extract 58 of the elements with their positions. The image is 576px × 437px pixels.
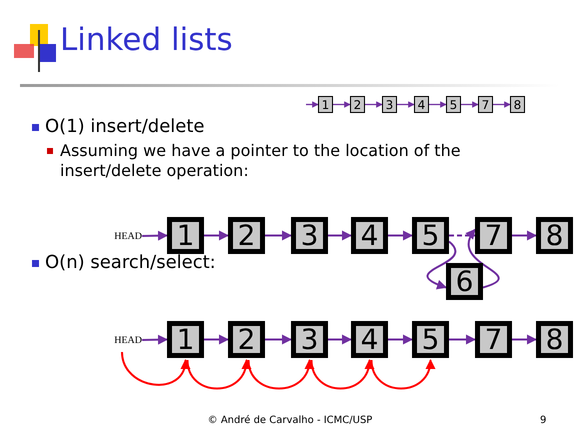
list-node-box: 4 — [351, 321, 388, 358]
arrow — [493, 101, 511, 108]
list-node-box: 8 — [510, 96, 525, 113]
list-node-box: 2 — [228, 217, 265, 254]
list-node-box: 2 — [228, 321, 265, 358]
arrow — [306, 101, 319, 108]
head-label: HEAD — [98, 330, 142, 350]
arrow — [333, 101, 351, 108]
list-node-box: 5 — [446, 96, 461, 113]
list-node-box: 7 — [475, 217, 512, 254]
connector-line — [449, 234, 475, 236]
arrow — [310, 359, 374, 390]
arrow — [370, 359, 434, 390]
bullet-text: O(n) search/select: — [45, 252, 217, 274]
arrow — [397, 101, 415, 108]
arrow — [186, 359, 250, 390]
arrow — [365, 101, 383, 108]
arrow — [426, 240, 456, 289]
list-node-box: 4 — [414, 96, 429, 113]
list-node-box: 6 — [446, 263, 483, 300]
arrow — [328, 230, 352, 240]
arrow — [429, 101, 447, 108]
list-node-box: 3 — [291, 321, 328, 358]
arrow — [388, 230, 413, 240]
arrow — [142, 230, 168, 241]
slide-title: Linked lists — [60, 22, 233, 58]
list-node-box: 7 — [475, 321, 512, 358]
arrow — [512, 334, 537, 344]
arrow — [204, 334, 229, 344]
list-node-box: 8 — [536, 217, 573, 254]
arrow — [142, 334, 168, 345]
arrow — [265, 230, 292, 240]
arrow — [265, 334, 292, 344]
page-number: 9 — [540, 415, 548, 428]
list-node-box: 8 — [536, 321, 573, 358]
list-node-box: 3 — [382, 96, 397, 113]
arrow — [449, 334, 476, 344]
arrow — [248, 359, 314, 390]
list-node-box: 3 — [291, 217, 328, 254]
arrow — [204, 230, 229, 240]
list-node-box: 7 — [478, 96, 493, 113]
list-node-box: 5 — [412, 217, 449, 254]
footer-text: © André de Carvalho - ICMC/USP — [206, 415, 374, 428]
arrow — [388, 334, 413, 344]
list-node-box: 1 — [167, 321, 204, 358]
list-node-box: 2 — [350, 96, 365, 113]
bullet-text: Assuming we have a pointer to the location of the insert/delete operation: — [60, 141, 462, 181]
arrow — [121, 352, 190, 386]
head-label: HEAD — [98, 226, 142, 246]
list-node-box: 5 — [412, 321, 449, 358]
bullet-text: O(1) insert/delete — [45, 116, 206, 138]
list-node-box: 4 — [351, 217, 388, 254]
arrow — [466, 228, 500, 288]
list-node-box: 1 — [167, 217, 204, 254]
arrow — [328, 334, 352, 344]
list-node-box: 1 — [318, 96, 333, 113]
arrow — [512, 230, 537, 240]
arrow — [461, 101, 479, 108]
